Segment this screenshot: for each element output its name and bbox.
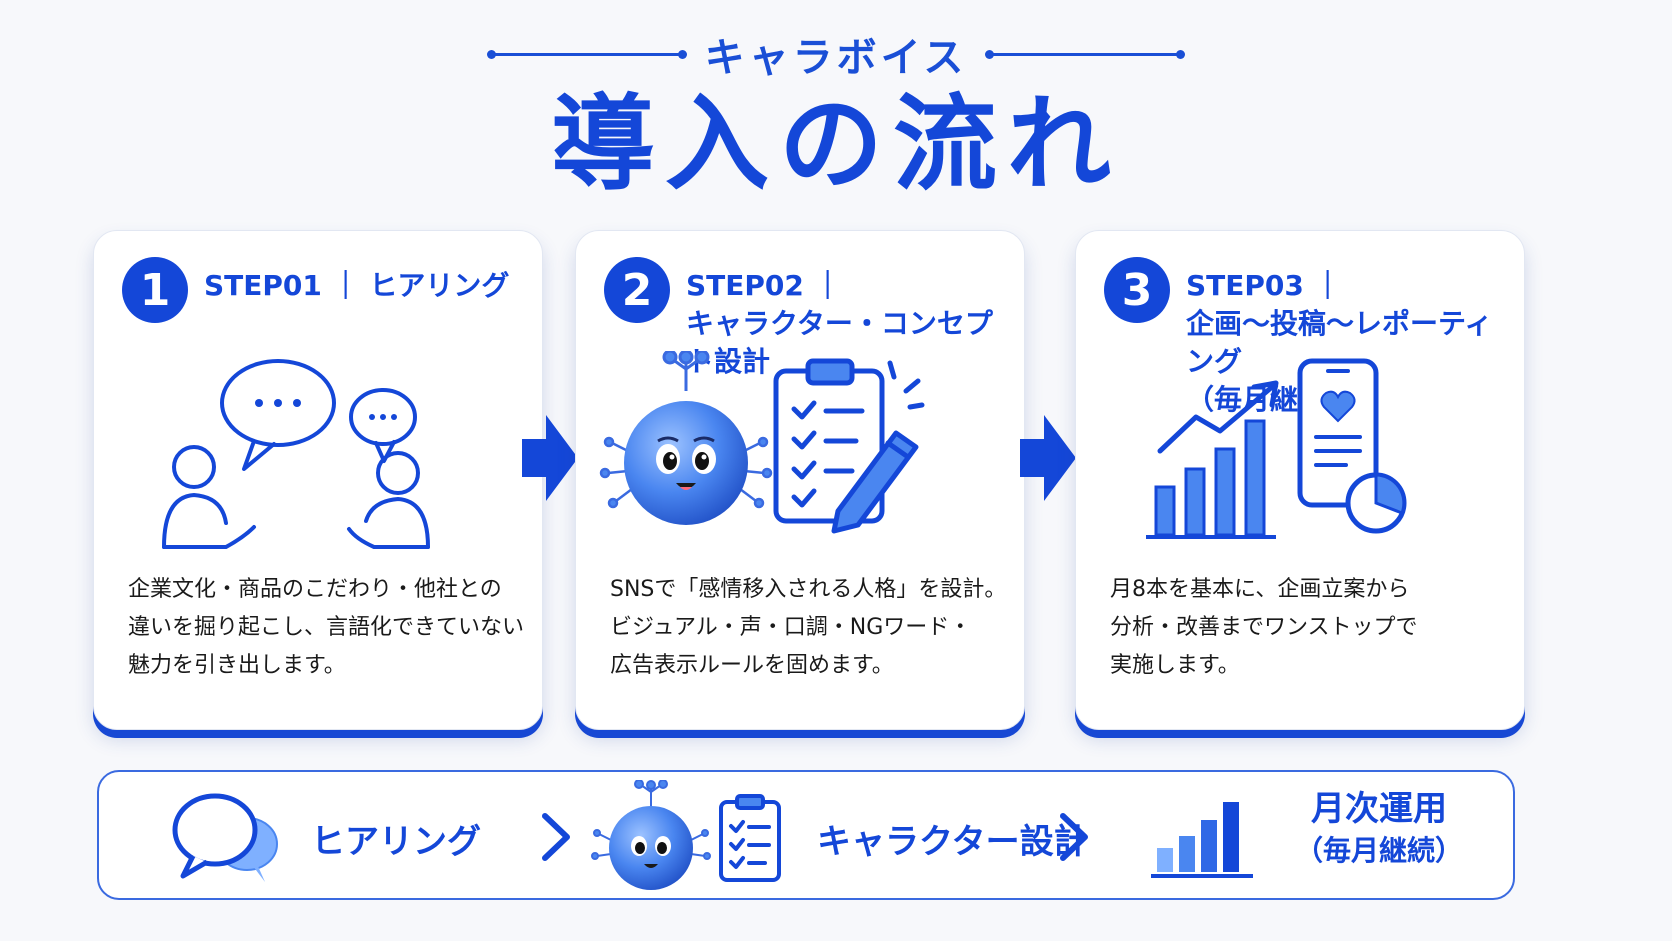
flow-summary-bar: ヒアリング [97, 770, 1515, 900]
step-header-2: 2 STEP02 ｜ キャラクター・コンセプト設計 [604, 257, 1004, 381]
step-title-2-line-1: STEP02 ｜ [686, 269, 842, 302]
step-description-3: 月8本を基本に、企画立案から 分析・改善までワンストップで 実施します。 [1110, 571, 1500, 685]
arrow-right-icon [522, 415, 578, 501]
step-1-text-line-2: 違いを掘り起こし、言語化できていない [128, 615, 525, 640]
flow-item-monthly-ops: 月次運用 （毎月継続） [1295, 788, 1463, 872]
step-3-text-line-1: 月8本を基本に、企画立案から [1110, 577, 1410, 602]
step-description-1: 企業文化・商品のこだわり・他社との 違いを掘り起こし、言語化できていない 魅力を… [128, 571, 525, 685]
clipboard-icon [719, 794, 781, 882]
step-title-3-line-2: 企画〜投稿〜レポーティング [1186, 307, 1493, 378]
header-right-line [985, 49, 1186, 59]
step-number-2: 2 [604, 257, 670, 323]
step-1-text-line-3: 魅力を引き出します。 [128, 653, 346, 678]
step-description-2: SNSで「感情移入される人格」を設計。 ビジュアル・声・口調・NGワード・ 広告… [610, 571, 1007, 685]
header-subtitle-row: キャラボイス [0, 28, 1672, 81]
step-number-1: 1 [122, 257, 188, 323]
step-title-1: STEP01 ｜ ヒアリング [204, 257, 509, 305]
chart-phone-icon [1146, 358, 1407, 539]
flow-item-hearing: ヒアリング [311, 822, 481, 862]
page-title: 導入の流れ [550, 83, 1121, 205]
step-card-3: 3 STEP03 ｜ 企画〜投稿〜レポーティング （毎月継続） 月8本を基本に、… [1075, 230, 1525, 730]
flow-item-monthly-ops-sub: （毎月継続） [1295, 834, 1464, 867]
arrow-right-icon [1020, 415, 1076, 501]
step-card-2: 2 STEP02 ｜ キャラクター・コンセプト設計 [575, 230, 1025, 730]
mascot-checklist-icon [599, 351, 925, 534]
step-3-text-line-3: 実施します。 [1110, 653, 1240, 678]
step-1-text-line-1: 企業文化・商品のこだわり・他社との [128, 577, 502, 602]
chevron-right-icon [1060, 813, 1088, 861]
flow-item-monthly-ops-label: 月次運用 [1311, 789, 1447, 829]
chat-bubbles-icon [172, 793, 278, 882]
conversation-people-icon [162, 359, 430, 549]
step-title-3-line-1: STEP03 ｜ [1186, 269, 1342, 302]
step-2-text-line-1: SNSで「感情移入される人格」を設計。 [610, 577, 1007, 602]
header-subtitle: キャラボイス [704, 35, 968, 81]
step-2-text-line-3: 広告表示ルールを固めます。 [610, 653, 894, 678]
flow-item-character-design: キャラクター設計 [817, 822, 1088, 862]
step-card-1: 1 STEP01 ｜ ヒアリング 企業文化・商品のこだわり・他社との [93, 230, 543, 730]
chevron-right-icon [542, 813, 570, 861]
step-2-text-line-2: ビジュアル・声・口調・NGワード・ [610, 615, 972, 640]
header-left-line [486, 49, 687, 59]
step-3-text-line-2: 分析・改善までワンストップで [1110, 615, 1418, 640]
step-header-1: 1 STEP01 ｜ ヒアリング [122, 257, 522, 323]
step-number-3: 3 [1104, 257, 1170, 323]
mascot-icon [591, 780, 711, 890]
step-title-1-line-1: STEP01 ｜ ヒアリング [204, 269, 510, 302]
bar-chart-icon [1151, 802, 1253, 878]
